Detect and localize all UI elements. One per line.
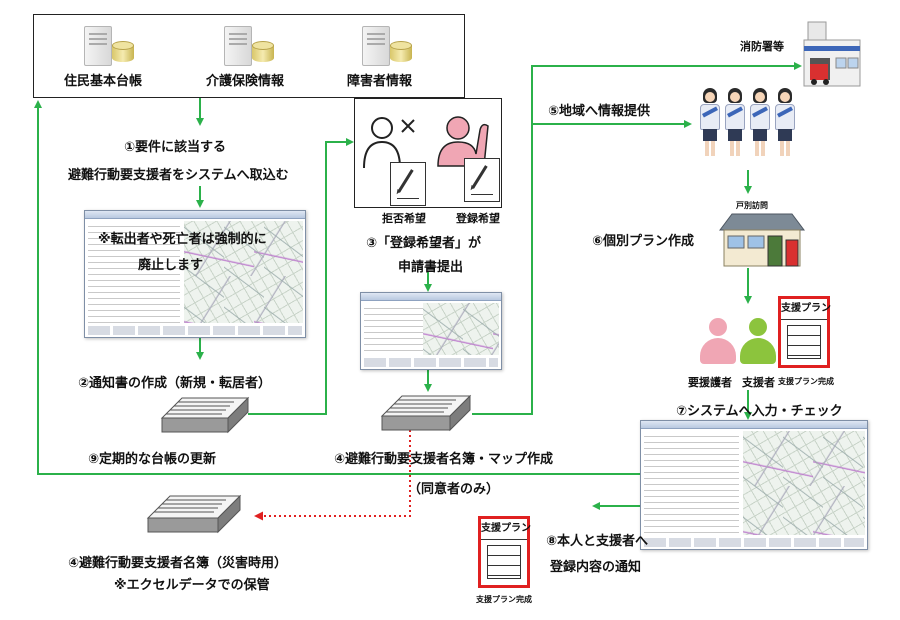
arrow-notice-to-application <box>248 138 354 415</box>
refuse-person-icon <box>363 117 415 169</box>
step3-text-line2: 申請書提出 <box>398 260 464 275</box>
step8-text-line2: 登録内容の通知 <box>550 560 642 575</box>
plan-complete-label-2: 支援プラン完成 <box>476 595 532 604</box>
step1-text-line2: 避難行動要支援者をシステムへ取込む <box>68 168 289 183</box>
db-label-care: 介護保険情報 <box>206 74 285 89</box>
notice-document-stack-icon <box>160 396 250 434</box>
dotted-arrow-excel <box>254 430 411 521</box>
database-icon <box>390 41 412 62</box>
house-icon <box>719 213 805 267</box>
step7-text: ⑦システムへ入力・チェック <box>676 404 843 419</box>
refuse-form-icon <box>390 162 426 206</box>
needs-support-person-icon <box>700 318 736 364</box>
arrow-periodic-update <box>34 100 640 475</box>
staff-person-icon <box>750 88 770 156</box>
step4b-text-line2: ※エクセルデータでの保管 <box>114 578 270 593</box>
step3-text-line1: ③「登録希望者」が <box>366 236 482 251</box>
step5-text: ⑤地域へ情報提供 <box>548 104 651 119</box>
db-label-resident: 住民基本台帳 <box>64 74 143 89</box>
register-form-icon <box>464 158 500 202</box>
system-screenshot-1 <box>84 210 306 338</box>
database-icon <box>252 41 274 62</box>
fire-station-label: 消防署等 <box>740 40 784 53</box>
home-visit-label: 戸別訪問 <box>736 201 768 210</box>
server-icon <box>84 26 112 66</box>
db-label-disability: 障害者情報 <box>347 74 413 89</box>
list-document-stack-icon <box>380 394 472 432</box>
supporter-label: 支援者 <box>742 376 775 389</box>
staff-person-icon <box>775 88 795 156</box>
supporter-person-icon <box>740 318 776 364</box>
step9-text: ⑨定期的な台帳の更新 <box>88 452 217 467</box>
staff-person-icon <box>700 88 720 156</box>
step8-text-line1: ⑧本人と支援者へ <box>546 534 649 549</box>
note1-line2: 廃止します <box>138 258 204 273</box>
server-icon <box>224 26 252 66</box>
fire-station-icon <box>803 21 861 87</box>
register-person-icon <box>437 116 489 167</box>
server-icon <box>362 26 390 66</box>
system-screenshot-3 <box>640 420 868 550</box>
support-plan-document-2: 支援プラン <box>478 516 531 588</box>
support-plan-document: 支援プラン <box>778 296 831 368</box>
staff-person-icon <box>725 88 745 156</box>
step1-text-line1: ①要件に該当する <box>124 140 227 155</box>
step2-text: ②通知書の作成（新規・転居者） <box>78 376 272 391</box>
needs-support-label: 要援護者 <box>688 376 732 389</box>
register-label: 登録希望 <box>456 212 500 225</box>
step4-text: ④避難行動要支援者名簿・マップ作成 <box>334 452 554 467</box>
note1-line1: ※転出者や死亡者は強制的に <box>98 232 267 247</box>
database-icon <box>112 41 134 62</box>
system-screenshot-2 <box>360 292 502 370</box>
support-plan-title: 支援プラン <box>781 299 831 320</box>
support-plan-title-2: 支援プラン <box>481 519 531 540</box>
refuse-label: 拒否希望 <box>382 212 426 225</box>
excel-document-stack-icon <box>146 494 242 534</box>
arrow-list-to-fire <box>472 62 802 415</box>
step4b-text-line1: ④避難行動要支援者名簿（災害時用） <box>68 556 288 571</box>
plan-complete-label: 支援プラン完成 <box>778 377 834 386</box>
step4-note: （同意者のみ） <box>408 482 500 497</box>
step6-text: ⑥個別プラン作成 <box>592 234 695 249</box>
